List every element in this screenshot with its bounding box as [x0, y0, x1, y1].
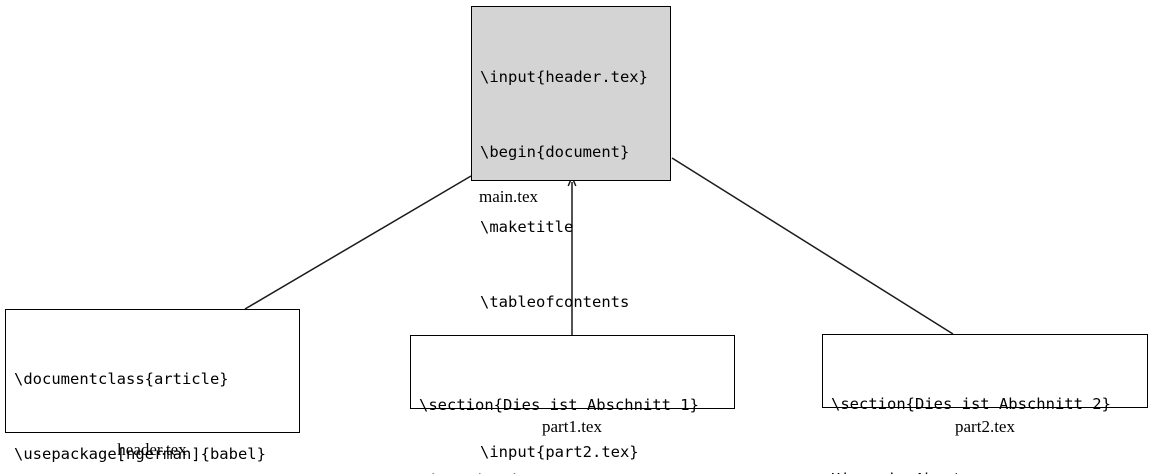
part1-code-line-2: Hier ein Absatz zum — [419, 468, 734, 474]
node-part1-tex[interactable]: \section{Dies ist Abschnitt 1} Hier ein … — [410, 335, 735, 474]
main-code-line-1: \input{header.tex} — [480, 68, 648, 86]
main-code-line-3: \maketitle — [480, 218, 574, 236]
node-header-tex[interactable]: \documentclass{article} \usepackage[nger… — [5, 309, 300, 463]
part2-code-line-2: Hier ein Absatz zum — [831, 467, 1147, 474]
node-main-tex[interactable]: \input{header.tex} \begin{document} \mak… — [471, 6, 671, 461]
main-code-line-6: \input{part2.tex} — [480, 443, 639, 461]
node-label-part1-tex: part1.tex — [542, 417, 602, 436]
node-part2-tex[interactable]: \section{Dies ist Abschnitt 2} Hier ein … — [822, 334, 1148, 474]
main-code-line-4: \tableofcontents — [480, 293, 630, 311]
edge-part2-to-main — [671, 157, 954, 335]
part2-code-line-1: \section{Dies ist Abschnitt 2} — [831, 395, 1111, 413]
node-label-header-tex: header.tex — [117, 440, 187, 459]
edge-header-to-main — [244, 175, 472, 310]
main-code-line-2: \begin{document} — [480, 143, 630, 161]
header-code-line-2: \usepackage[ngerman]{babel} — [14, 445, 266, 463]
node-label-part2-tex: part2.tex — [955, 417, 1015, 436]
part1-code-line-1: \section{Dies ist Abschnitt 1} — [419, 396, 699, 414]
node-label-main-tex: main.tex — [479, 187, 539, 206]
header-code-line-1: \documentclass{article} — [14, 370, 229, 388]
